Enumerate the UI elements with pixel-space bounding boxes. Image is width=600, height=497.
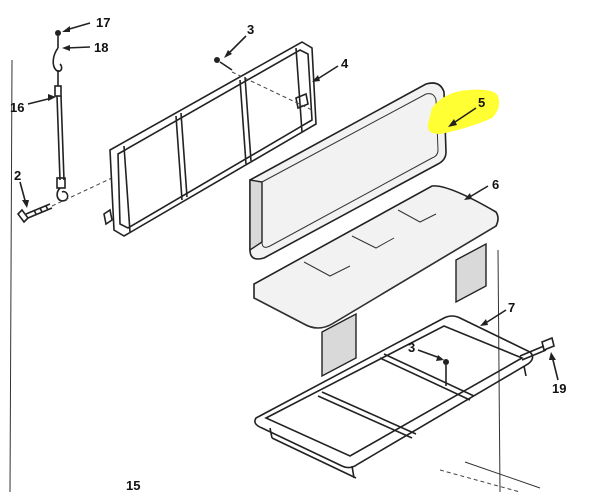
bottom-right-line (464, 461, 541, 489)
callout-4: 4 (341, 56, 349, 71)
callout-2: 2 (14, 168, 21, 183)
callout-18: 18 (94, 40, 108, 55)
screw-axis-dash (231, 71, 313, 111)
seat-cushion-6 (253, 185, 499, 378)
strap-16 (56, 95, 61, 181)
leader-lines (19, 22, 559, 381)
strap-assembly (52, 30, 69, 202)
callout-7: 7 (508, 300, 515, 315)
bolt-19 (519, 336, 555, 361)
hook-18 (52, 47, 63, 73)
callout-3-top: 3 (247, 22, 254, 37)
back-cushion-5 (249, 82, 447, 260)
callout-3-lower: 3 (408, 340, 415, 355)
screw-3-lower (443, 359, 449, 386)
callout-16: 16 (10, 100, 24, 115)
callout-17: 17 (96, 15, 110, 30)
callout-5: 5 (478, 95, 485, 110)
hook-top-17 (55, 30, 61, 36)
screw-3-top (214, 57, 233, 71)
left-edge-line (9, 59, 13, 493)
bottom-hatch (439, 469, 521, 493)
callout-15: 15 (126, 478, 140, 492)
highlight-mark (427, 89, 500, 134)
bolt-2 (16, 203, 53, 224)
bolt-axis-dash (51, 177, 113, 207)
callout-19: 19 (552, 381, 566, 396)
seat-frame-7 (254, 315, 534, 479)
backrest-frame-4 (103, 41, 317, 237)
callout-6: 6 (492, 177, 499, 192)
